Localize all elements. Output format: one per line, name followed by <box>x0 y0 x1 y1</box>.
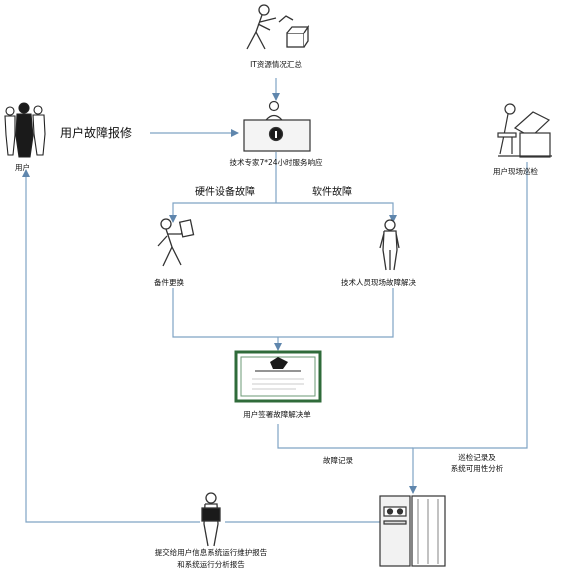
certificate-icon <box>234 350 322 403</box>
inspection-record-label-1: 巡检记录及 <box>458 453 496 462</box>
person-at-computer-icon <box>497 103 552 158</box>
line-spare-down <box>172 288 278 338</box>
line-certificate-down <box>277 424 413 449</box>
users-icon <box>4 102 46 158</box>
expert-label: 技术专家7*24小时服务响应 <box>229 158 323 167</box>
onsite-inspection-label: 用户现场巡检 <box>493 167 538 176</box>
arrow-report-to-user <box>22 169 200 523</box>
certificate-label: 用户签署故障解决单 <box>243 410 311 419</box>
fault-record-label: 故障记录 <box>323 456 353 465</box>
software-branch-label: 软件故障 <box>312 187 352 198</box>
user-label: 用户 <box>15 163 30 172</box>
spare-replace-label: 备件更换 <box>154 278 184 287</box>
desk-agent-icon <box>243 100 311 152</box>
hardware-branch-label: 硬件设备故障 <box>195 187 255 198</box>
submit-report-label-2: 和系统运行分析报告 <box>177 560 245 569</box>
arrow-inspection-to-server <box>409 162 528 494</box>
tech-onsite-label: 技术人员现场故障解决 <box>341 278 416 287</box>
connectors <box>22 78 528 523</box>
report-label: 用户故障报修 <box>60 126 133 140</box>
server-rack-icon <box>379 495 446 567</box>
it-summary-label: IT资源情况汇总 <box>250 60 302 69</box>
submit-report-label-1: 提交给用户信息系统运行维护报告 <box>154 548 268 557</box>
inspection-record-label-2: 系统可用性分析 <box>450 464 504 473</box>
person-carrying-part-icon <box>157 218 195 267</box>
person-carrying-box-icon <box>246 4 310 50</box>
arrow-software <box>276 202 397 223</box>
line-tech-down <box>278 288 394 338</box>
person-with-document-icon <box>201 492 221 547</box>
technician-icon <box>379 219 400 271</box>
arrow-hardware <box>169 202 276 223</box>
